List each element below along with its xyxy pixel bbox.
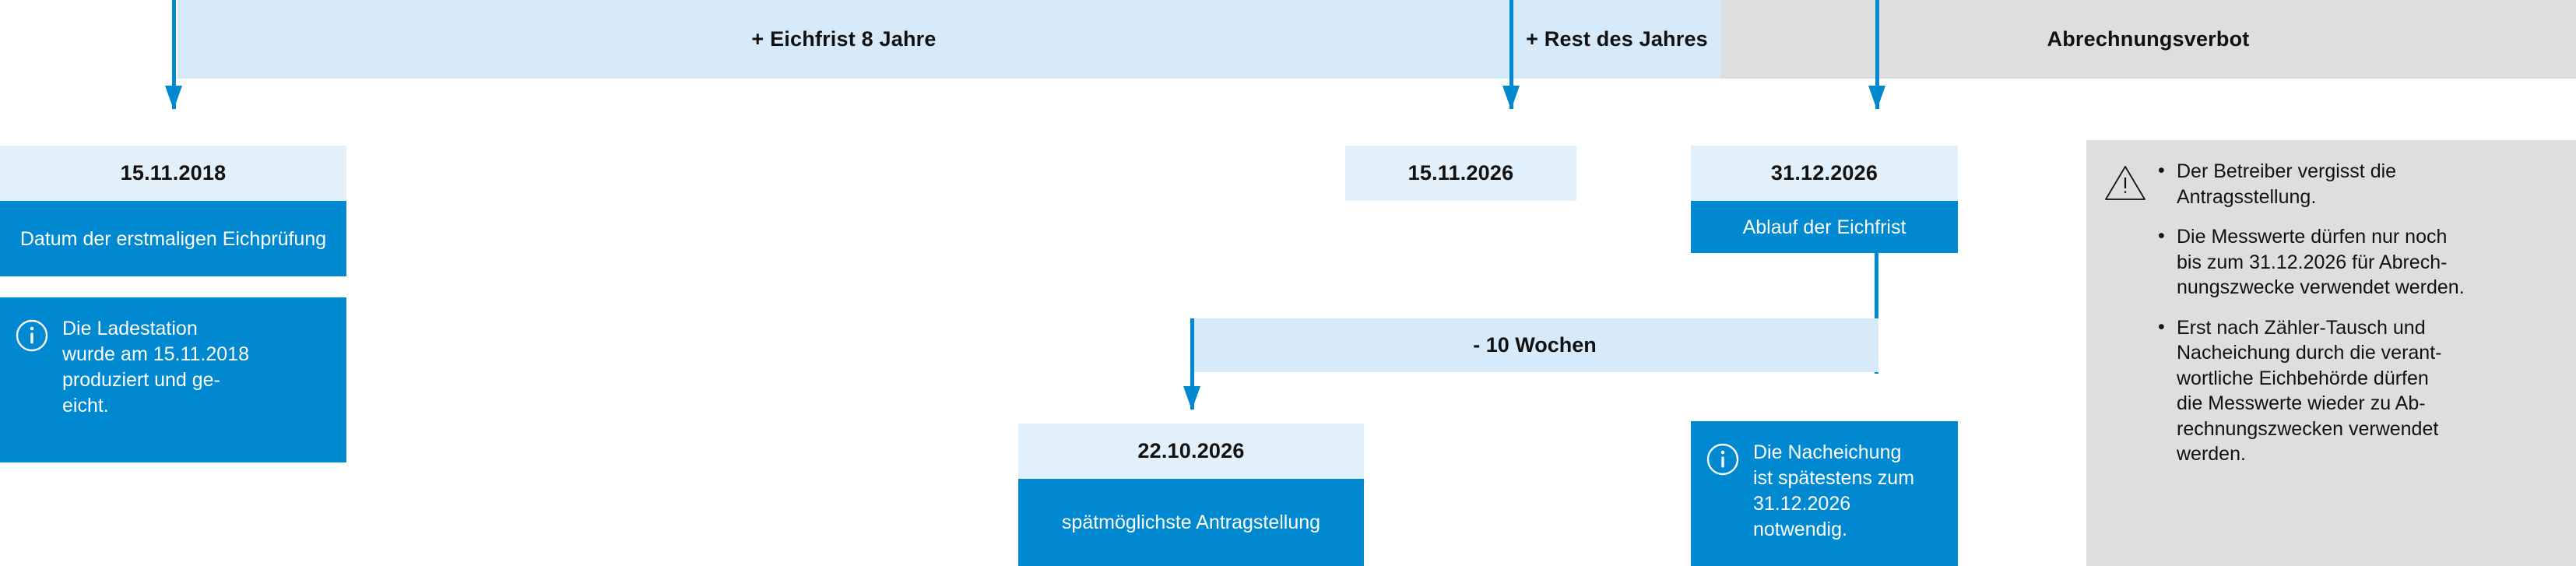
info-callout-nacheichung: Die Nacheichung ist spätestens zum 31.12… [1691,421,1958,566]
info-callout-ladestation: Die Ladestation wurde am 15.11.2018 prod… [0,297,346,462]
arrow-head [1868,86,1885,110]
connector-line-eichfrist-to-measure [1875,253,1878,374]
event-date: 15.11.2018 [0,146,346,201]
event-date: 22.10.2026 [1018,424,1364,479]
arrow-head [1183,386,1200,410]
arrow-stem [1875,0,1879,109]
event-body: Datum der erstmaligen Eichprüfung [0,201,346,276]
event-body: spätmöglichste Antragstellung [1018,479,1364,566]
measure-label: - 10 Wochen [1473,333,1597,357]
event-card-22-10-2026: 22.10.2026 spätmöglichste Antragstellung [1018,424,1364,566]
event-body: Ablauf der Eichfrist [1691,201,1958,253]
drop-arrow-15-11-2026 [1502,0,1520,110]
arrow-stem [172,0,176,109]
warning-list-item: Der Betreiber vergisst die Antragsstellu… [2156,158,2465,209]
event-date: 15.11.2026 [1345,146,1576,201]
info-text: Die Ladestation wurde am 15.11.2018 prod… [62,318,249,417]
warning-list-item: Erst nach Zähler-Tausch und Nacheichung … [2156,315,2465,467]
event-card-15-11-2018: 15.11.2018 Datum der erstmaligen Eichprü… [0,146,346,276]
warning-panel: Der Betreiber vergisst die Antragsstellu… [2086,140,2576,566]
band-label: Abrechnungsverbot [2047,27,2250,51]
arrow-head [165,86,182,110]
event-card-15-11-2026: 15.11.2026 [1345,146,1576,201]
drop-arrow-2018 [165,0,182,110]
band-label: + Eichfrist 8 Jahre [751,27,937,51]
band-label: + Rest des Jahres [1526,27,1708,51]
event-card-31-12-2026: 31.12.2026 Ablauf der Eichfrist [1691,146,1958,253]
warning-list: Der Betreiber vergisst die Antragsstellu… [2156,158,2465,467]
arrow-stem [1509,0,1513,109]
arrow-stem [1190,318,1194,410]
drop-arrow-31-12-2026 [1868,0,1885,110]
info-icon [16,319,48,356]
drop-arrow-22-10-2026 [1183,318,1200,410]
measure-bar-10-wochen: - 10 Wochen [1191,318,1878,372]
band-rest-des-jahres: + Rest des Jahres [1513,0,1720,79]
info-icon [1706,443,1739,480]
event-date: 31.12.2026 [1691,146,1958,201]
warning-triangle-icon [2103,163,2147,206]
arrow-head [1502,86,1520,110]
band-eichfrist: + Eichfrist 8 Jahre [177,0,1510,79]
warning-list-item: Die Messwerte dürfen nur noch bis zum 31… [2156,223,2465,301]
info-text: Die Nacheichung ist spätestens zum 31.12… [1753,441,1915,540]
band-abrechnungsverbot: Abrechnungsverbot [1720,0,2576,79]
